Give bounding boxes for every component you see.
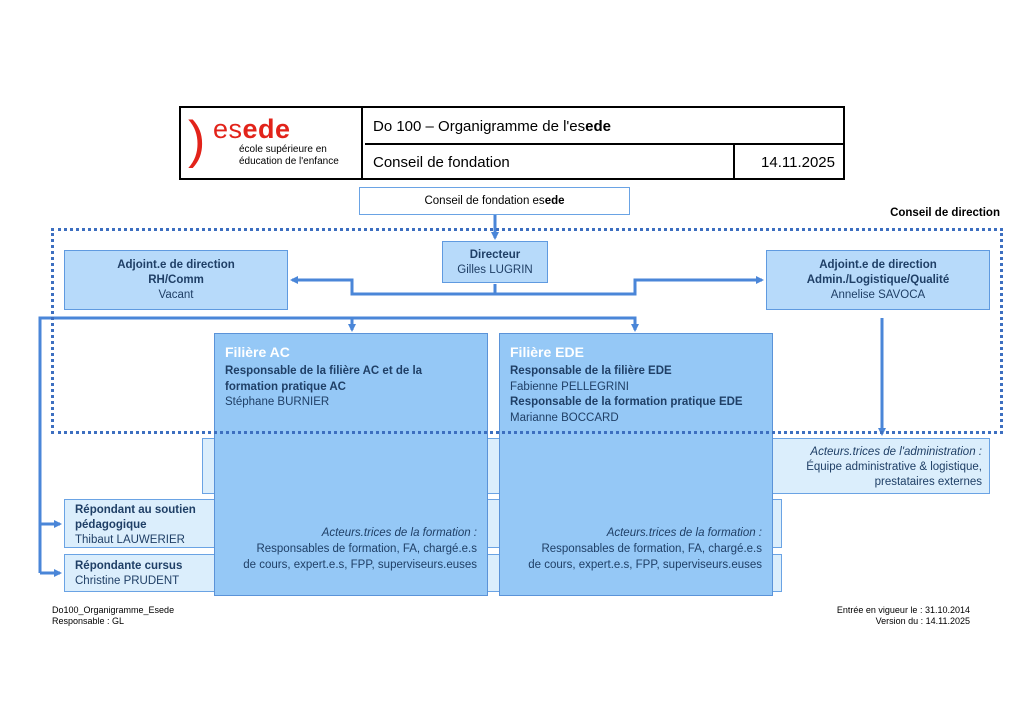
filiere-ede-box: Filière EDE Responsable de la filière ED…	[499, 333, 773, 596]
filiere-ac-title: Filière AC	[225, 344, 290, 360]
adjoint-rh-box: Adjoint.e de direction RH/Comm Vacant	[64, 250, 288, 310]
filiere-ac-acteurs: Acteurs.trices de la formation : Respons…	[243, 527, 477, 571]
directeur-box: Directeur Gilles LUGRIN	[442, 241, 548, 283]
filiere-ede-acteurs: Acteurs.trices de la formation : Respons…	[528, 527, 762, 571]
conseil-direction-label: Conseil de direction	[890, 207, 1000, 219]
conseil-direction-frame	[51, 228, 1003, 434]
footer-left: Do100_Organigramme_Esede Responsable : G…	[52, 605, 175, 626]
document-subtitle: Conseil de fondation	[365, 145, 735, 178]
logo-subtitle: école supérieure en éducation de l'enfan…	[239, 144, 339, 167]
connector-to-adjoint-rh	[290, 276, 495, 296]
filiere-ede-title: Filière EDE	[510, 344, 584, 360]
connector-to-adjoint-admin	[495, 276, 764, 296]
document-title: Do 100 – Organigramme de l'esede	[365, 108, 843, 145]
conseil-fondation-box: Conseil de fondation esede	[359, 187, 630, 215]
acteurs-administration-text: Acteurs.trices de l'administration : Équ…	[806, 446, 982, 488]
logo-wordmark: esede	[213, 114, 291, 144]
document-date: 14.11.2025	[761, 154, 835, 171]
document-header: ) esede école supérieure en éducation de…	[179, 106, 845, 180]
filiere-ac-box: Filière AC Responsable de la filière AC …	[214, 333, 488, 596]
footer-right: Entrée en vigueur le : 31.10.2014 Versio…	[836, 605, 970, 626]
esede-logo: ) esede école supérieure en éducation de…	[181, 108, 363, 178]
adjoint-admin-box: Adjoint.e de direction Admin./Logistique…	[766, 250, 990, 310]
logo-parenthesis-mark: )	[188, 111, 206, 169]
